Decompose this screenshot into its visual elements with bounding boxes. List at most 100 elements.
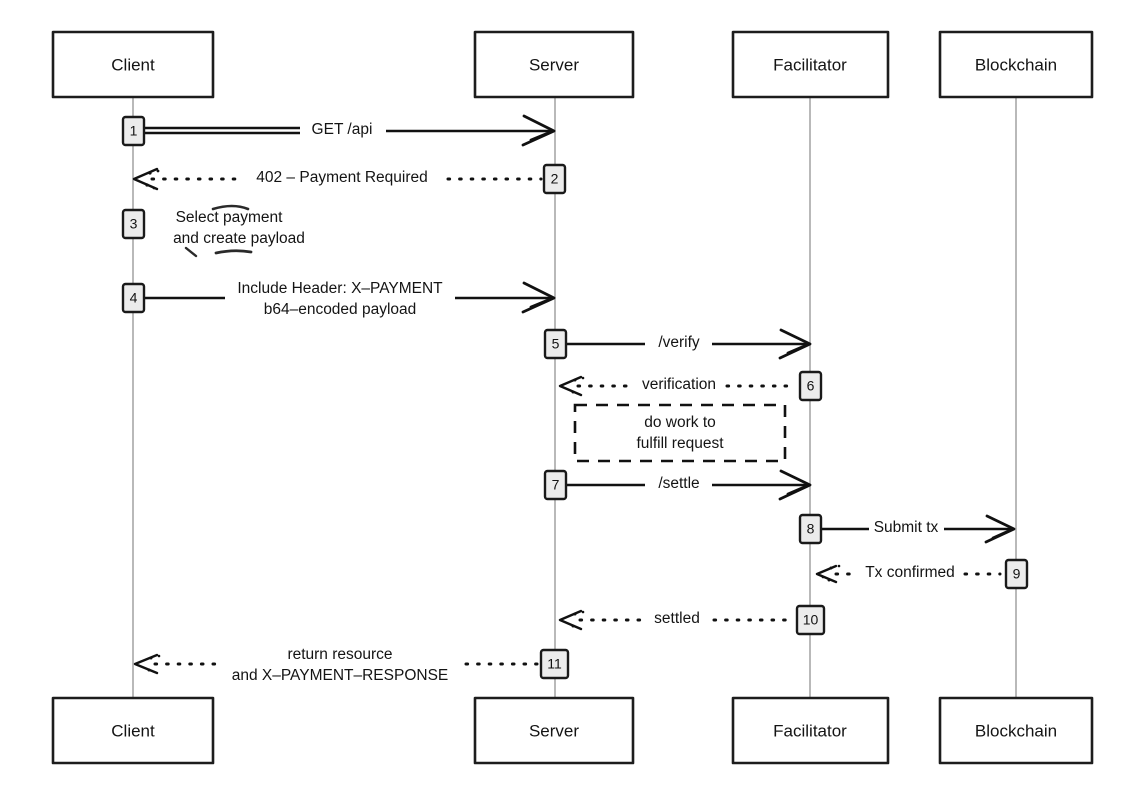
participant-facilitator-top[interactable]: Facilitator (731, 30, 890, 99)
badge-3-rect[interactable] (121, 208, 146, 240)
participant-blockchain-bottom[interactable]: Blockchain (938, 696, 1094, 765)
message-6-sketch-dot-c (581, 376, 585, 380)
message-2-sketch-dot-d (152, 186, 156, 190)
message-10-settled[interactable]: settled 10 (558, 604, 826, 636)
note-do-work-line2: fulfill request (636, 435, 724, 452)
note-do-work-line1: do work to (644, 414, 716, 431)
participant-label-client-bottom: Client (111, 721, 155, 740)
message-9-label: Tx confirmed (865, 564, 955, 581)
participant-box-blockchain-bottom[interactable] (938, 696, 1094, 765)
message-11-sketch-dot-a (149, 656, 153, 660)
participant-server-top[interactable]: Server (473, 30, 635, 99)
badge-2-rect[interactable] (542, 163, 567, 195)
lifelines-group (132, 97, 1017, 700)
message-3-squiggle-tick (184, 246, 198, 258)
message-9-tx-confirmed[interactable]: Tx confirmed 9 (815, 558, 1029, 590)
message-5-verify[interactable]: /verify 5 (543, 328, 812, 360)
message-7-settle[interactable]: /settle 7 (543, 469, 812, 501)
message-5-label: /verify (658, 334, 700, 351)
participant-label-blockchain-bottom: Blockchain (975, 721, 1057, 740)
message-4-arrowhead (521, 281, 556, 314)
badge-9-text: 9 (1013, 566, 1021, 582)
participant-label-server-bottom: Server (529, 721, 579, 740)
message-2-sketch-dot-c (156, 169, 160, 173)
message-2-402-payment-required[interactable]: 402 – Payment Required 2 (132, 163, 567, 195)
message-9-arrowhead (815, 564, 838, 584)
message-3-squiggle-bottom (214, 249, 253, 255)
participant-box-server-bottom[interactable] (473, 696, 635, 765)
note-do-work-box (573, 403, 787, 463)
participant-client-bottom[interactable]: Client (51, 696, 215, 765)
participant-box-facilitator-top[interactable] (731, 30, 890, 99)
participants-bottom-group: Client Server Facilitator Blockchain (51, 696, 1094, 765)
participant-box-blockchain-top[interactable] (938, 30, 1094, 99)
message-9-sketch-dot-c (837, 564, 841, 568)
participant-server-bottom[interactable]: Server (473, 696, 635, 765)
badge-5-rect[interactable] (543, 328, 568, 360)
badge-4-text: 4 (130, 290, 138, 306)
message-9-sketch-dot-a (829, 566, 833, 570)
message-1-get-api[interactable]: GET /api 1 (121, 114, 556, 147)
badge-1-text: 1 (130, 123, 138, 139)
message-4-label-line1: Include Header: X–PAYMENT (237, 280, 443, 297)
message-3-squiggle-top (211, 204, 250, 211)
message-3-label-line2: and create payload (173, 230, 305, 247)
message-3-select-payment-note[interactable]: Select payment and create payload 3 (121, 204, 305, 258)
message-11-sketch-dot-c (157, 654, 161, 658)
participant-box-server-top[interactable] (473, 30, 635, 99)
badge-5-text: 5 (552, 336, 560, 352)
participant-label-facilitator-top: Facilitator (773, 55, 847, 74)
message-6-sketch-dot-b (571, 390, 575, 394)
note-do-work: do work to fulfill request (573, 403, 787, 463)
badge-1-rect[interactable] (121, 115, 146, 147)
message-6-sketch-dot-a (573, 378, 577, 382)
badge-11-text: 11 (547, 656, 562, 672)
participant-facilitator-bottom[interactable]: Facilitator (731, 696, 890, 765)
message-8-arrowhead (984, 514, 1016, 544)
badge-2-text: 2 (551, 171, 559, 187)
badge-7-rect[interactable] (543, 469, 568, 501)
message-6-label: verification (642, 376, 716, 393)
message-10-sketch-dot-a (573, 612, 577, 616)
badge-6-rect[interactable] (798, 370, 823, 402)
message-6-verification[interactable]: verification 6 (558, 370, 823, 402)
message-10-sketch-dot-b (571, 624, 575, 628)
message-4-label-line2: b64–encoded payload (264, 301, 417, 318)
participant-box-client-top[interactable] (51, 30, 215, 99)
participant-blockchain-top[interactable]: Blockchain (938, 30, 1094, 99)
message-9-sketch-dot-b (827, 578, 831, 582)
participant-client-top[interactable]: Client (51, 30, 215, 99)
badge-4-rect[interactable] (121, 282, 146, 314)
message-10-sketch-dot-c (581, 610, 585, 614)
message-10-label: settled (654, 610, 700, 627)
badge-3-text: 3 (130, 216, 138, 232)
message-11-label-line1: return resource (287, 646, 392, 663)
message-10-arrowhead (558, 609, 583, 631)
badge-6-text: 6 (807, 378, 815, 394)
message-9-sketch-dot-d (821, 575, 825, 579)
message-7-arrowhead (778, 469, 812, 501)
message-7-label: /settle (658, 475, 699, 492)
badge-9-rect[interactable] (1004, 558, 1029, 590)
badge-11-rect[interactable] (539, 648, 570, 680)
badge-8-rect[interactable] (798, 513, 823, 545)
message-11-sketch-dot-b (147, 668, 151, 672)
message-2-label: 402 – Payment Required (256, 169, 427, 186)
message-11-label-line2: and X–PAYMENT–RESPONSE (232, 667, 449, 684)
badge-10-rect[interactable] (795, 604, 826, 636)
badge-10-text: 10 (803, 612, 819, 628)
message-2-sketch-dot-b (145, 183, 149, 187)
message-3-label-line1: Select payment (176, 209, 284, 226)
message-1-label: GET /api (312, 121, 373, 138)
message-8-submit-tx[interactable]: Submit tx 8 (798, 513, 1016, 545)
participants-top-group: Client Server Facilitator Blockchain (51, 30, 1094, 99)
message-4-include-header[interactable]: Include Header: X–PAYMENT b64–encoded pa… (121, 280, 556, 318)
message-1-arrowhead (521, 114, 556, 147)
participant-box-client-bottom[interactable] (51, 696, 215, 765)
message-11-return-resource[interactable]: return resource and X–PAYMENT–RESPONSE 1… (133, 646, 570, 684)
participant-label-client-top: Client (111, 55, 155, 74)
participant-box-facilitator-bottom[interactable] (731, 696, 890, 765)
message-2-sketch-dot-a (148, 171, 152, 175)
